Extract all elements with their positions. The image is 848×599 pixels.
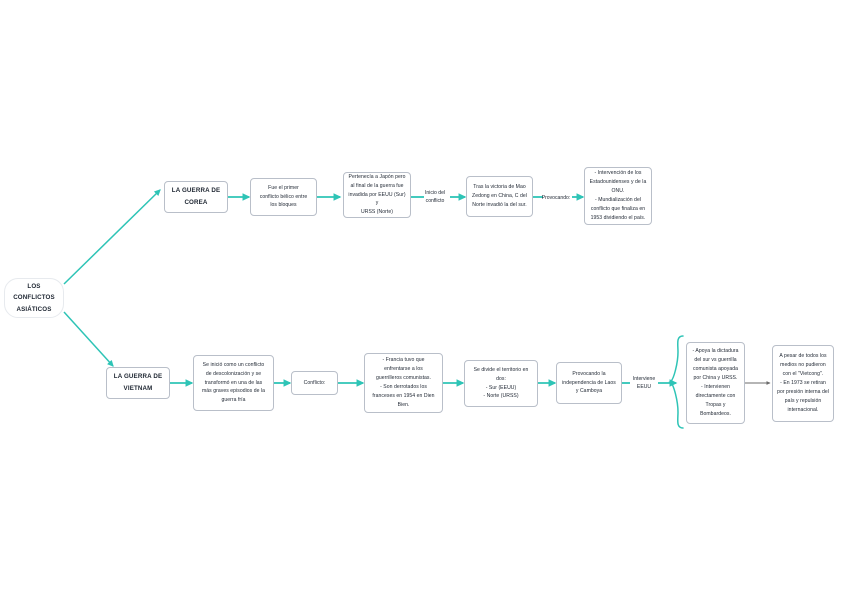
root-node-label: LOS CONFLICTOS ASIÁTICOS — [13, 283, 55, 313]
node-vietnam-4-label: Se divide el territorio en dos: - Sur (E… — [473, 366, 529, 400]
edge-label-vietnam-interviene: Interviene EEUU — [632, 376, 656, 391]
node-vietnam-3[interactable]: - Francia tuvo que enfrentarse a los gue… — [364, 353, 443, 413]
edge-label-korea-inicio: Inicio del conflicto — [424, 190, 446, 205]
node-vietnam-6[interactable]: - Apoya la dictadura del sur vs guerrill… — [686, 342, 745, 424]
node-korea-title-label: LA GUERRA DE COREA — [171, 187, 221, 206]
node-korea-1[interactable]: Fue el primer conflicto bélico entre los… — [250, 178, 317, 216]
node-vietnam-4[interactable]: Se divide el territorio en dos: - Sur (E… — [464, 360, 538, 407]
root-node[interactable]: LOS CONFLICTOS ASIÁTICOS — [4, 278, 64, 318]
node-korea-3-label: Tras la victoria de Mao Zedong en China,… — [472, 184, 527, 208]
connector-root-to-vietnam — [63, 311, 114, 367]
node-vietnam-title-label: LA GUERRA DE VIETNAM — [113, 373, 163, 392]
node-vietnam-1[interactable]: Se inició como un conflicto de descoloni… — [193, 355, 274, 411]
node-vietnam-5-label: Provocando la independencia de Laos y Ca… — [562, 370, 616, 395]
node-korea-2[interactable]: Pertenecía a Japón pero al final de la g… — [343, 172, 411, 218]
node-vietnam-7-label: A pesar de todos los medios no pudieron … — [777, 353, 829, 413]
node-vietnam-1-label: Se inició como un conflicto de descoloni… — [201, 361, 266, 404]
node-korea-4-label: - Intervención de los Estadounidenses y … — [589, 170, 647, 221]
node-vietnam-3-label: - Francia tuvo que enfrentarse a los gue… — [372, 357, 435, 408]
node-vietnam-5[interactable]: Provocando la independencia de Laos y Ca… — [556, 362, 622, 404]
brace-vietnam-6 — [668, 335, 684, 429]
node-vietnam-6-label: - Apoya la dictadura del sur vs guerrill… — [692, 348, 739, 417]
node-vietnam-title[interactable]: LA GUERRA DE VIETNAM — [106, 367, 170, 399]
node-korea-4[interactable]: - Intervención de los Estadounidenses y … — [584, 167, 652, 225]
node-vietnam-2[interactable]: Conflicto: — [291, 371, 338, 395]
node-korea-title[interactable]: LA GUERRA DE COREA — [164, 181, 228, 213]
node-vietnam-7[interactable]: A pesar de todos los medios no pudieron … — [772, 345, 834, 422]
node-korea-1-label: Fue el primer conflicto bélico entre los… — [259, 184, 308, 209]
node-vietnam-2-label: Conflicto: — [303, 379, 326, 386]
node-korea-3[interactable]: Tras la victoria de Mao Zedong en China,… — [466, 176, 533, 217]
edge-label-korea-provocando: Provocando: — [541, 195, 571, 201]
node-korea-2-label: Pertenecía a Japón pero al final de la g… — [348, 173, 406, 216]
connector-root-to-korea — [63, 189, 161, 285]
